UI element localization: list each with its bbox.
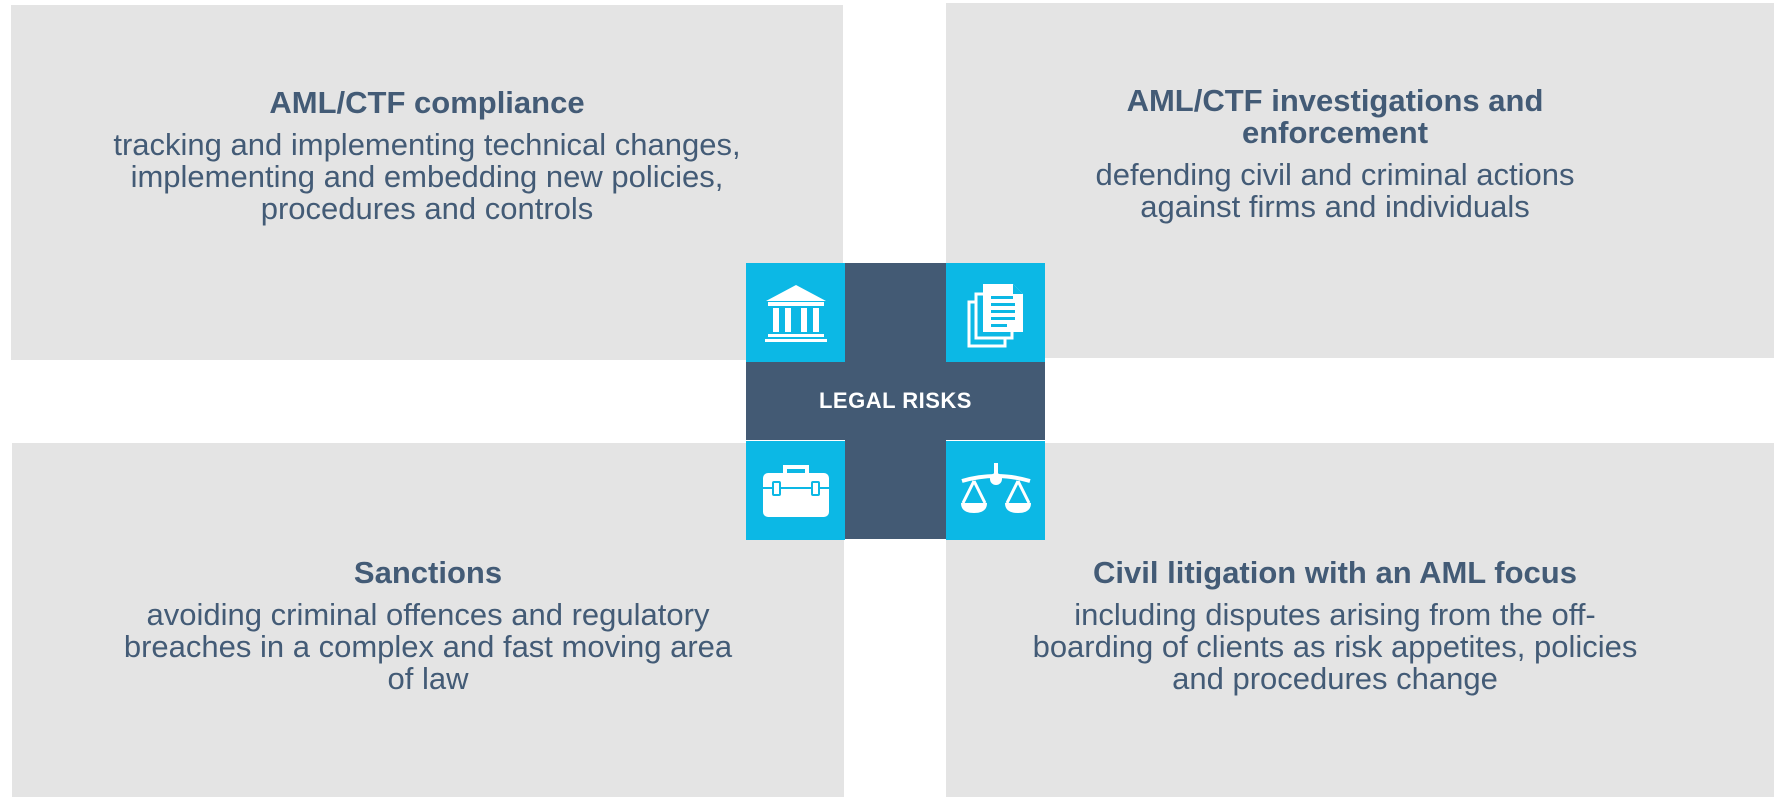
icon-box-compliance xyxy=(746,263,845,362)
quadrant-title: Civil litigation with an AML focus xyxy=(1093,555,1577,590)
quadrant-aml-ctf-investigations: AML/CTF investigations and enforcement d… xyxy=(946,3,1774,358)
quadrant-civil-litigation: Civil litigation with an AML focus inclu… xyxy=(946,443,1774,797)
quadrant-description: tracking and implementing technical chan… xyxy=(113,127,741,226)
quadrant-title: AML/CTF investigations and enforcement xyxy=(1126,83,1544,150)
quadrant-aml-ctf-compliance: AML/CTF compliance tracking and implemen… xyxy=(11,5,843,360)
quadrant-description: including disputes arising from the off-… xyxy=(1032,597,1638,696)
hub-horizontal-bar xyxy=(746,362,1045,440)
briefcase-icon xyxy=(762,464,829,517)
quadrant-title: AML/CTF compliance xyxy=(269,85,585,120)
icon-box-litigation xyxy=(946,441,1045,540)
quadrant-content: AML/CTF compliance tracking and implemen… xyxy=(51,87,803,225)
quadrant-description: defending civil and criminal actions aga… xyxy=(1095,157,1575,224)
quadrant-content: Civil litigation with an AML focus inclu… xyxy=(1026,557,1644,695)
bank-building-icon xyxy=(764,284,827,342)
quadrant-title: Sanctions xyxy=(353,555,503,590)
scales-icon xyxy=(960,462,1031,513)
hub-label: LEGAL RISKS xyxy=(818,388,972,413)
quadrant-content: Sanctions avoiding criminal offences and… xyxy=(72,557,784,695)
documents-icon xyxy=(967,283,1023,347)
quadrant-description: avoiding criminal offences and regulator… xyxy=(123,597,733,696)
quadrant-content: AML/CTF investigations and enforcement d… xyxy=(1046,85,1624,223)
icon-box-investigations xyxy=(946,263,1045,362)
quadrant-sanctions: Sanctions avoiding criminal offences and… xyxy=(12,443,844,797)
icon-box-sanctions xyxy=(746,441,845,540)
